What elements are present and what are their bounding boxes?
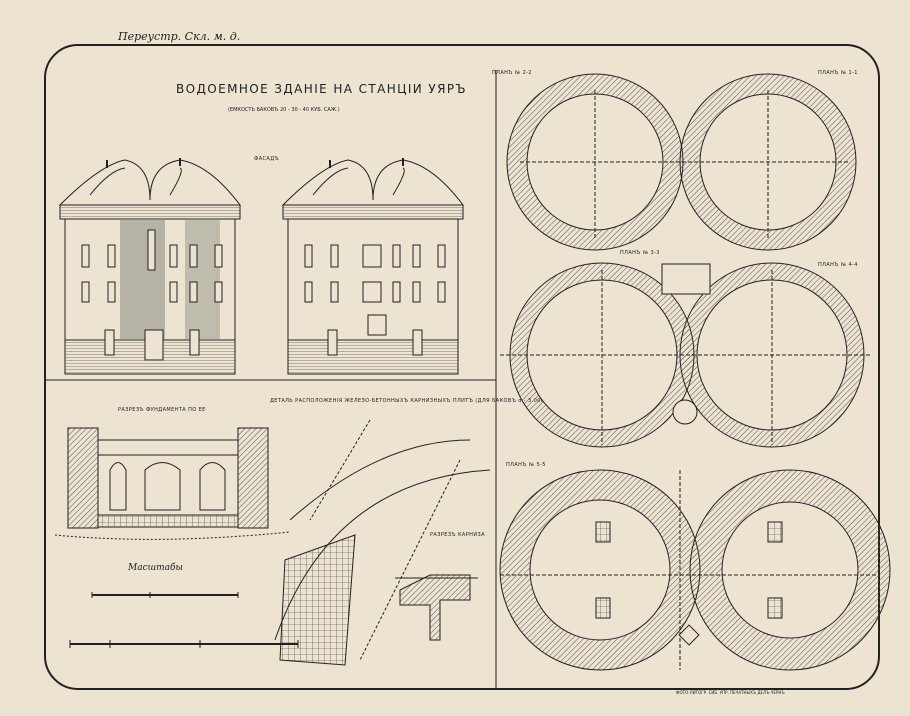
plan-5-5-drawing — [499, 469, 891, 671]
plan-1-2-drawing — [506, 73, 857, 251]
cornice-section-drawing — [395, 574, 478, 641]
plan-2-2-label: ПЛАНЪ № 2-2 — [492, 70, 532, 76]
plan-3-3-label: ПЛАНЪ № 3-3 — [620, 250, 660, 256]
plan-1-1-label: ПЛАНЪ № 1-1 — [818, 70, 858, 76]
scale-label: Масштабы — [128, 563, 183, 573]
cornice-section-label: РАЗРЕЗЪ КАРНИЗА — [430, 532, 485, 538]
facade-elevation-ivy — [58, 158, 242, 375]
sheet-border — [44, 44, 880, 690]
foundation-section-drawing — [54, 427, 291, 540]
plan-3-4-drawing — [500, 262, 870, 448]
plan-4-4-label: ПЛАНЪ № 4-4 — [818, 262, 858, 268]
slab-detail-label: ДЕТАЛЬ РАСПОЛОЖЕНІЯ ЖЕЛЕЗО-БЕТОННЫХЪ КАР… — [270, 398, 547, 404]
printer-credit: ФОТО-ЛИТОГР. СИБ. УПР. ПЕЧАТНЫХЪ ДЕЛЪ ЧЕ… — [676, 690, 785, 695]
facade-elevation-plain — [281, 158, 465, 375]
foundation-section-label: РАЗРЕЗЪ ФУНДАМЕНТА ПО ЕЕ — [118, 407, 206, 413]
facade-label: ФАСАДЪ — [254, 156, 280, 162]
slab-layout-detail — [274, 419, 491, 666]
series-header: Переустр. Скл. м. д. — [118, 30, 241, 43]
scale-bars — [69, 592, 299, 648]
plan-5-5-label: ПЛАНЪ № 5-5 — [506, 462, 546, 468]
sheet-subtitle: (ЕМКОСТЬ БАКОВЪ 20 - 30 - 40 КУБ. САЖ.) — [228, 107, 340, 113]
sheet-title: ВОДОЕМНОЕ ЗДАНІЕ НА СТАНЦІИ УЯРЪ — [176, 82, 467, 96]
